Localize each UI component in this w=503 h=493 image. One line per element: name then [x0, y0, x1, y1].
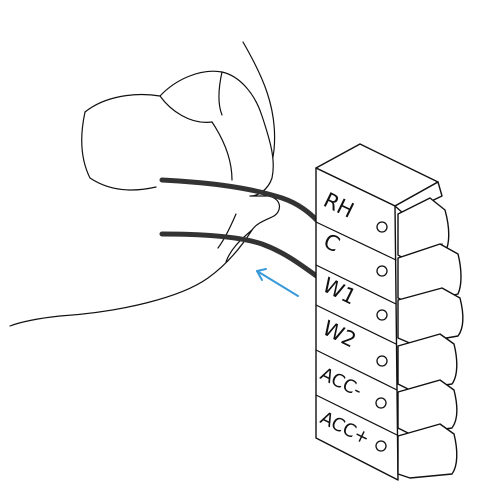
wire-lower — [159, 231, 325, 283]
screw-acc-minus — [375, 397, 387, 409]
terminal-levers — [397, 197, 464, 479]
screw-acc-plus — [375, 440, 387, 452]
wire-upper — [159, 177, 325, 229]
arrow-head — [256, 268, 267, 281]
terminal-block: RH C W1 W2 ACC- ACC+ — [315, 143, 464, 481]
hand-holding-wires-icon — [9, 41, 280, 327]
screw-w1 — [376, 309, 388, 321]
arrow-shaft — [256, 270, 299, 297]
insert-direction-arrow-icon — [256, 268, 299, 297]
screw-rh — [376, 221, 388, 233]
screw-w2 — [376, 355, 388, 367]
wires — [159, 177, 325, 283]
screw-c — [376, 265, 388, 277]
